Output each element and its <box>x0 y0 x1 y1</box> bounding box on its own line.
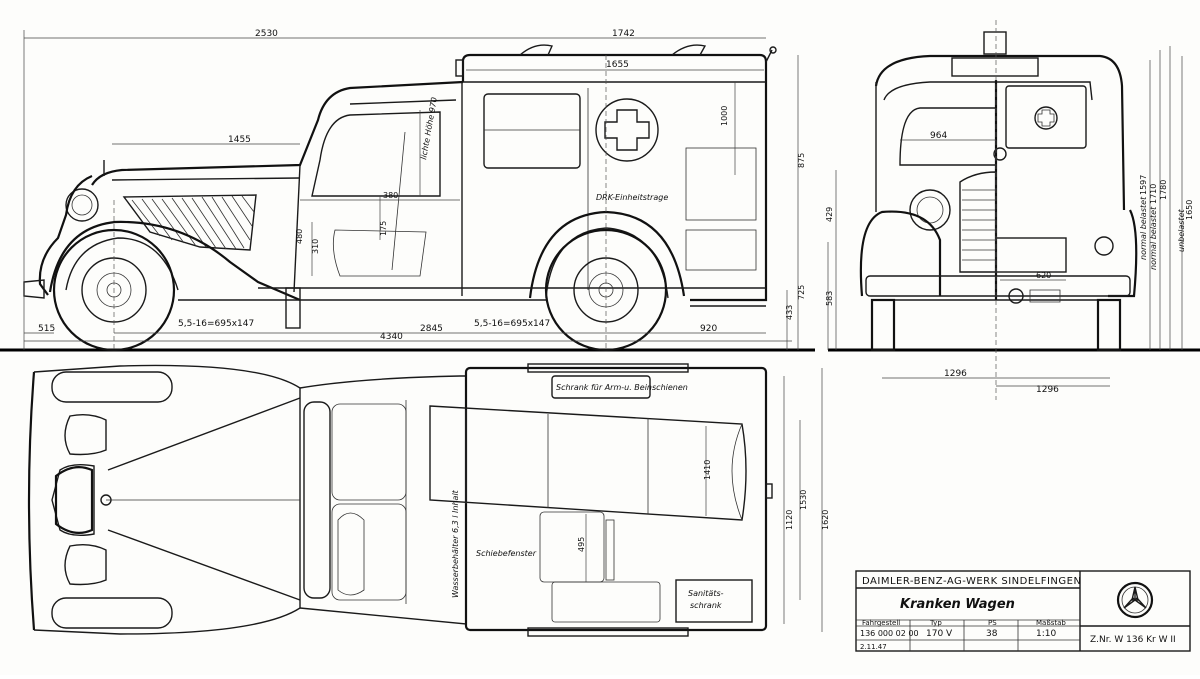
note-cab-height: lichte Höhe 970 <box>419 97 439 161</box>
value-scale: 1:10 <box>1036 629 1056 639</box>
header-type: Typ <box>929 619 942 627</box>
dim-track-right: 1296 <box>1036 385 1059 395</box>
mercedes-star-logo <box>1116 581 1154 619</box>
dim-lamp-height: 429 <box>825 207 834 222</box>
dim-length: 4340 <box>380 332 403 342</box>
dim-height-2: 1710 <box>1149 184 1158 204</box>
dim-plan-inner: 1410 <box>703 460 712 480</box>
front-view: 964 429 583 620 1296 1296 1597 1710 1780… <box>825 20 1194 400</box>
dim-plan-shelf: 495 <box>577 537 586 552</box>
note-water-tank: Wasserbehälter 6,3 l Inhalt <box>451 489 460 598</box>
side-view: 2530 1742 1655 1455 515 2845 4340 920 5,… <box>0 29 1200 352</box>
drawing-title: Kranken Wagen <box>900 597 1015 612</box>
note-sliding-window: Schiebefenster <box>476 549 537 558</box>
dim-front-track: 964 <box>930 131 947 141</box>
dim-plan-box: 1120 <box>785 510 794 530</box>
dim-seat3: 175 <box>379 221 388 236</box>
dim-box-top: 1655 <box>606 60 629 70</box>
dim-front-overhang: 515 <box>38 324 55 334</box>
dim-overall-rear: 2530 <box>255 29 278 39</box>
dim-roof-width: 1742 <box>612 29 635 39</box>
company-name: DAIMLER-BENZ-AG-WERK SINDELFINGEN <box>862 576 1081 587</box>
dim-plan-overall: 1620 <box>821 510 830 530</box>
dim-box-height: 1000 <box>720 106 729 126</box>
value-type: 170 V <box>926 629 953 639</box>
dim-height-right: 875 <box>797 153 806 168</box>
dim-tire-front: 5,5-16=695x147 <box>178 319 254 329</box>
dim-track-left: 1296 <box>944 369 967 379</box>
value-ps: 38 <box>986 629 998 639</box>
dim-axle: 725 <box>797 285 806 300</box>
dim-wheelbase: 2845 <box>420 324 443 334</box>
title-block: DAIMLER-BENZ-AG-WERK SINDELFINGEN Kranke… <box>855 570 1191 652</box>
note-unloaded: unbelastet <box>1177 209 1186 252</box>
drawing-number: Z.Nr. W 136 Kr W II <box>1090 635 1176 645</box>
dim-height-1: 1597 <box>1139 175 1148 195</box>
header-ps: PS <box>988 619 997 627</box>
value-chassis: 136 000 02 00 <box>860 629 919 638</box>
dim-seat2: 310 <box>311 239 320 254</box>
drawing-date: 2.11.47 <box>860 643 887 651</box>
dim-door-width: 380 <box>383 191 398 200</box>
note-stretcher: DRK-Einheitstrage <box>596 193 668 202</box>
dim-ground-clear: 433 <box>785 305 794 320</box>
note-medical-cabinet-2: schrank <box>690 601 722 610</box>
dim-spring: 620 <box>1036 271 1051 280</box>
header-scale: Maßstab <box>1036 619 1066 627</box>
dim-seat-height: 480 <box>295 229 304 244</box>
dim-height-4: 1650 <box>1185 200 1194 220</box>
dim-height-3: 1780 <box>1159 180 1168 200</box>
header-chassis: Fahrgestell <box>862 619 900 627</box>
note-cabinet-top: Schrank für Arm-u. Beinschienen <box>556 383 688 392</box>
dim-hood: 1455 <box>228 135 251 145</box>
dim-rear-overhang: 920 <box>700 324 717 334</box>
dim-hub-height: 583 <box>825 291 834 306</box>
dim-tire-rear: 5,5-16=695x147 <box>474 319 550 329</box>
note-load-2: normal belastet <box>1149 206 1158 270</box>
dim-plan-width: 1530 <box>799 490 808 510</box>
plan-view: 1410 1530 1120 1620 495 Schrank für Arm-… <box>27 363 830 637</box>
note-medical-cabinet-1: Sanitäts- <box>688 589 724 598</box>
note-load-1: normal belastet <box>1139 196 1148 260</box>
